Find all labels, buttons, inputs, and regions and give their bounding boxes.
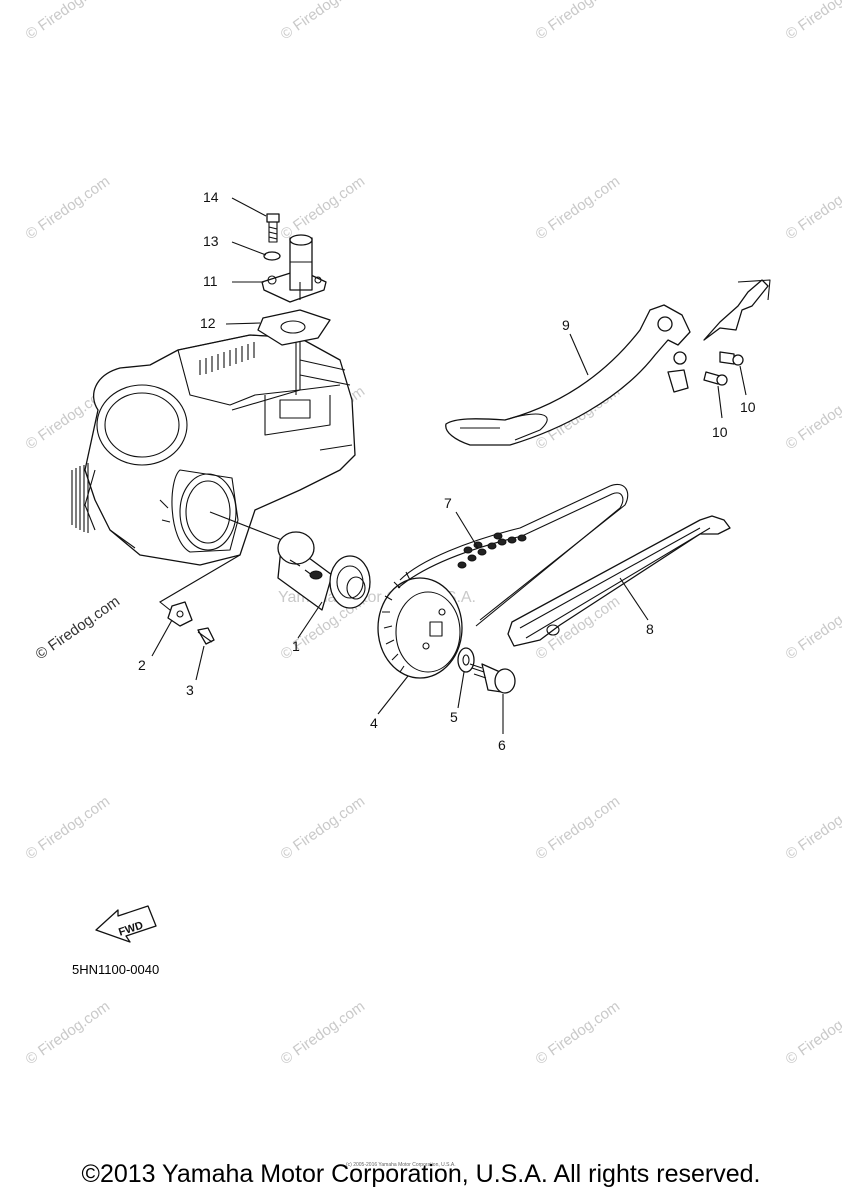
watermark-bold: © Firedog.com [33, 593, 124, 663]
watermark: © Firedog.com [783, 173, 842, 243]
callout-2: 2 [138, 657, 146, 673]
watermark: © Firedog.com [533, 793, 624, 863]
watermark: © Firedog.com [533, 0, 624, 43]
callout-labels: 1 2 3 4 5 6 7 8 9 10 10 11 12 13 14 [138, 189, 756, 753]
callout-3: 3 [186, 682, 194, 698]
watermark: © Firedog.com [783, 0, 842, 43]
part-9-tensioner-arm [445, 279, 771, 446]
copyright-notice: ©2013 Yamaha Motor Corporation, U.S.A. A… [81, 1160, 761, 1188]
part-11-tensioner [261, 234, 327, 303]
part-14-bolt [266, 213, 280, 243]
part-8-chain-guide [507, 515, 731, 647]
callout-13: 13 [203, 233, 219, 249]
watermark: © Firedog.com [278, 998, 369, 1068]
watermark: © Firedog.com [23, 998, 114, 1068]
callout-4: 4 [370, 715, 378, 731]
callout-14: 14 [203, 189, 219, 205]
drawing-code: 5HN1100-0040 [72, 962, 160, 977]
part-4-sprocket [377, 571, 463, 679]
part-7-timing-chain [397, 484, 629, 627]
part-10-bolt-lower [703, 371, 728, 386]
watermark: © Firedog.com [783, 383, 842, 453]
watermark: © Firedog.com [23, 793, 114, 863]
watermark: © Firedog.com [278, 0, 369, 43]
part-2-bracket [167, 601, 193, 627]
part-12-gasket [257, 309, 331, 346]
callout-8: 8 [646, 621, 654, 637]
callout-5: 5 [450, 709, 458, 725]
assembly-line [209, 511, 283, 541]
part-6-bolt [469, 663, 516, 694]
watermark: © Firedog.com [533, 998, 624, 1068]
callout-7: 7 [444, 495, 452, 511]
part-13-washer [263, 251, 281, 261]
part-1-camshaft [277, 531, 371, 611]
callout-10-lower: 10 [712, 424, 728, 440]
watermark: © Firedog.com [783, 593, 842, 663]
callout-1: 1 [292, 638, 300, 654]
cylinder-head-outline [71, 334, 356, 566]
callout-10-upper: 10 [740, 399, 756, 415]
watermark: © Firedog.com [783, 998, 842, 1068]
part-3-bolt [197, 627, 215, 645]
watermark: © Firedog.com [783, 793, 842, 863]
watermark: © Firedog.com [23, 0, 114, 43]
forward-arrow-icon: FWD [95, 905, 157, 943]
part-10-bolt-upper [719, 351, 744, 366]
tiny-note: (c) 2005-2016 Yamaha Motor Corporation, … [346, 1162, 456, 1168]
watermark: © Firedog.com [23, 173, 114, 243]
part-5-washer [457, 647, 475, 673]
callout-leaders [151, 197, 747, 734]
callout-9: 9 [562, 317, 570, 333]
watermark: © Firedog.com [533, 173, 624, 243]
callout-12: 12 [200, 315, 216, 331]
callout-6: 6 [498, 737, 506, 753]
watermark: © Firedog.com [278, 173, 369, 243]
callout-11: 11 [203, 273, 218, 289]
watermark: © Firedog.com [278, 793, 369, 863]
